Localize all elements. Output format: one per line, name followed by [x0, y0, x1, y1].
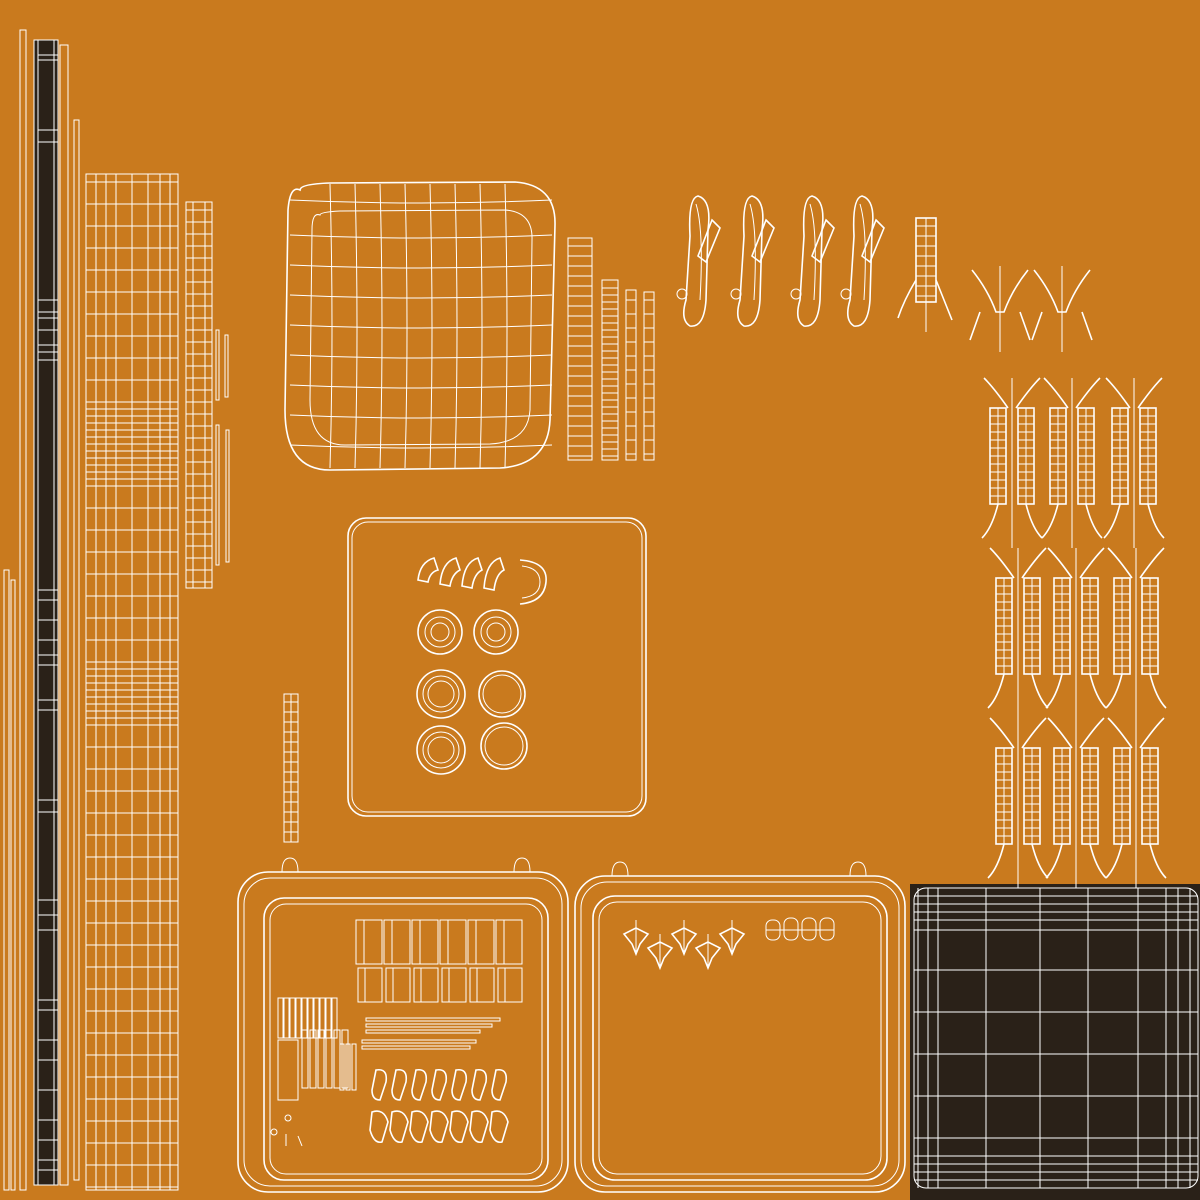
thin-strip	[19, 29, 27, 1191]
ring-pieces	[416, 609, 528, 775]
left-strips	[3, 29, 80, 1191]
tall-grid-strip	[85, 173, 179, 1191]
basket-side-strips	[567, 237, 655, 461]
basket-panel	[284, 181, 556, 471]
tray-left	[237, 857, 569, 1193]
small-caps	[765, 917, 835, 941]
small-ladder	[283, 693, 299, 843]
handle-pieces	[676, 195, 953, 332]
fork-pieces	[969, 266, 1167, 888]
dark-grid-panel	[910, 884, 1200, 1200]
ladder-strip	[185, 201, 230, 589]
rounded-square-panel	[347, 517, 647, 817]
tray-right	[574, 861, 906, 1193]
arc-pieces	[417, 557, 547, 605]
